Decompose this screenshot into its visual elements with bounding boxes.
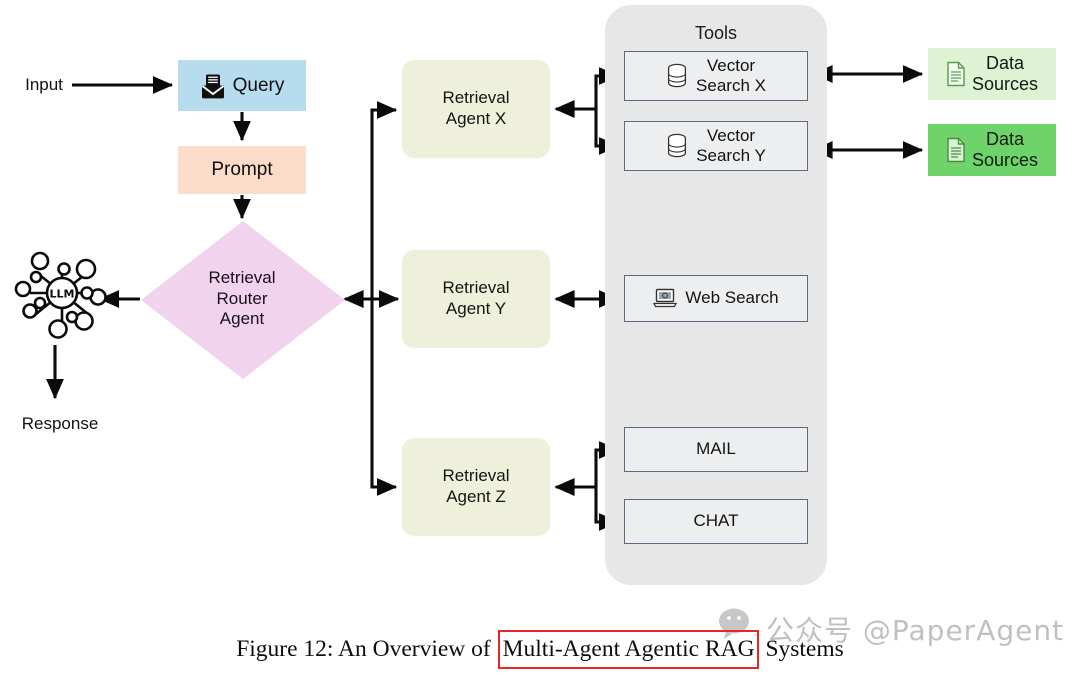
- llm-icon: LLM: [14, 251, 107, 339]
- laptop-icon: [653, 288, 678, 308]
- ds-dark-line-2: Sources: [971, 150, 1039, 170]
- file-icon: [946, 61, 966, 87]
- router-line-3: Agent: [219, 309, 265, 329]
- agent-z-line-1: Retrieval: [442, 466, 510, 486]
- tool-vsy-line-2: Search Y: [696, 146, 766, 165]
- data-sources-light: Data Sources: [928, 48, 1056, 100]
- response-label: Response: [21, 413, 99, 433]
- llm-icon-label: LLM: [50, 288, 75, 301]
- database-icon: [666, 133, 688, 159]
- caption-prefix: Figure 12: An Overview of: [236, 636, 497, 662]
- arrow-bus-to-agent-x: [370, 101, 398, 299]
- file-icon: [946, 137, 966, 163]
- query-node: Query: [178, 60, 306, 111]
- retrieval-agent-x: Retrieval Agent X: [402, 60, 550, 158]
- envelope-document-icon: [200, 73, 226, 99]
- ds-light-line-1: Data: [985, 53, 1024, 74]
- tool-vector-search-y: Vector Search Y: [624, 121, 808, 171]
- tools-panel-title: Tools: [694, 23, 738, 44]
- input-label: Input: [25, 74, 63, 94]
- retrieval-agent-z: Retrieval Agent Z: [402, 438, 550, 536]
- caption-highlight: Multi-Agent Agentic RAG: [497, 630, 759, 669]
- tool-vsx-line-1: Vector: [706, 56, 756, 76]
- agent-x-line-2: Agent X: [445, 109, 507, 128]
- tool-web-label: Web Search: [685, 288, 779, 308]
- tool-web-search: Web Search: [624, 275, 808, 322]
- retrieval-router-agent-label: Retrieval Router Agent: [182, 258, 302, 340]
- agent-x-line-1: Retrieval: [442, 88, 510, 108]
- caption-suffix: Systems: [759, 636, 844, 662]
- ds-light-line-2: Sources: [971, 74, 1039, 94]
- retrieval-router-agent-shape: [141, 221, 345, 379]
- prompt-node: Prompt: [178, 146, 306, 194]
- agent-z-line-2: Agent Z: [446, 487, 506, 506]
- agent-y-line-1: Retrieval: [442, 278, 510, 298]
- agent-y-line-2: Agent Y: [445, 299, 507, 318]
- tool-vsy-line-1: Vector: [706, 126, 756, 146]
- tool-vector-search-x: Vector Search X: [624, 51, 808, 101]
- router-line-2: Router: [216, 288, 268, 308]
- tool-mail: MAIL: [624, 427, 808, 472]
- database-icon: [666, 63, 688, 89]
- figure-caption: Figure 12: An Overview of Multi-Agent Ag…: [0, 630, 1080, 669]
- ds-dark-line-1: Data: [985, 129, 1024, 150]
- tool-chat: CHAT: [624, 499, 808, 544]
- retrieval-agent-y: Retrieval Agent Y: [402, 250, 550, 348]
- tool-vsx-line-2: Search X: [696, 76, 766, 95]
- router-line-1: Retrieval: [208, 267, 276, 287]
- arrow-bus-to-agent-z: [370, 299, 398, 496]
- data-sources-dark: Data Sources: [928, 124, 1056, 176]
- query-label: Query: [232, 74, 285, 96]
